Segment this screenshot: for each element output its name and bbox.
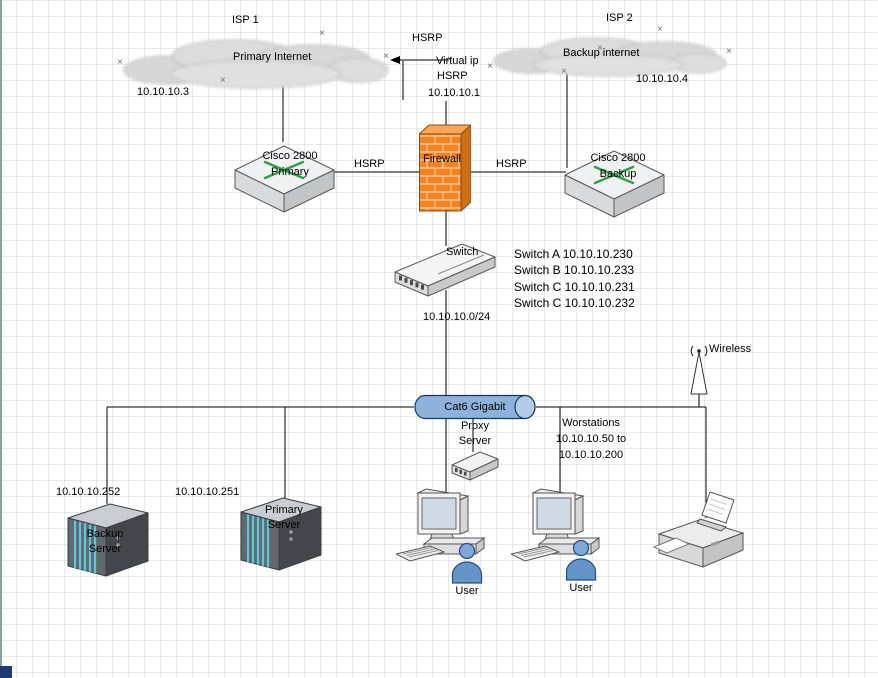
cloud-primary-internet (116, 34, 392, 92)
switch-inventory-item: Switch C 10.10.10.231 (514, 279, 635, 294)
label-router-backup-line2: Backup (599, 168, 637, 180)
user-icon (451, 542, 483, 584)
workstation-icon (396, 488, 486, 562)
label-isp1-ip: 10.10.10.3 (137, 86, 189, 98)
page-left-edge (0, 0, 2, 678)
router-cisco-primary (232, 138, 337, 216)
workstation-icon (511, 488, 601, 562)
label-proxy-line1: Proxy (460, 420, 490, 432)
label-primary-server-ip: 10.10.10.251 (175, 486, 240, 498)
label-virtual-ip-address: 10.10.10.1 (428, 87, 480, 99)
label-backup-server-line1: Backup (86, 528, 124, 540)
label-virtual-ip: Virtual ip (436, 55, 479, 67)
cloud-backup-internet (488, 33, 732, 79)
page-corner-marker (0, 666, 12, 678)
label-hsrp-left-link: HSRP (354, 158, 385, 170)
primary-server-shape (235, 494, 327, 576)
label-isp2: ISP 2 (606, 12, 633, 24)
switch-inventory-item: Switch C 10.10.10.232 (514, 296, 635, 311)
printer-shape (653, 490, 747, 580)
label-primary-server-line1: Primary (265, 504, 303, 516)
label-proxy-server: Proxy Server (447, 419, 503, 449)
label-virtual-ip-hsrp: HSRP (437, 70, 468, 82)
cloud-icon (493, 37, 727, 77)
connection-point: × (220, 75, 226, 86)
cloud-icon (123, 39, 389, 89)
proxy-server-icon (451, 451, 499, 481)
connection-point: × (726, 46, 732, 57)
label-firewall: Firewall (423, 153, 461, 165)
switch-inventory-item: Switch A 10.10.10.230 (514, 247, 633, 261)
label-workstations-range: Worstations 10.10.10.50 to 10.10.10.200 (545, 415, 637, 463)
label-backup-server-ip: 10.10.10.252 (56, 486, 121, 498)
label-router-primary-line2: Primary (271, 166, 309, 178)
workstation-1 (396, 487, 491, 572)
label-router-primary: Cisco 2800 Primary (250, 148, 330, 180)
label-wireless: Wireless (709, 343, 752, 355)
router-cisco-backup (562, 143, 667, 221)
firewall-shape (419, 124, 471, 212)
label-primary-server: Primary Server (254, 503, 314, 533)
label-hsrp-right-link: HSRP (496, 158, 527, 170)
label-router-backup-line1: Cisco 2800 (590, 152, 646, 164)
label-switch: Switch (446, 246, 479, 258)
server-tower-icon (240, 497, 322, 571)
switch-inventory-item: Switch B 10.10.10.233 (514, 263, 635, 278)
connection-point: × (319, 28, 325, 39)
backup-server-shape (62, 500, 154, 582)
label-isp1: ISP 1 (232, 14, 259, 26)
proxy-server-shape (450, 447, 500, 483)
switch-icon (394, 243, 496, 297)
connection-point: × (117, 57, 123, 68)
label-workstations-line2: 10.10.10.50 to (555, 433, 627, 445)
connection-point: × (487, 61, 493, 72)
label-cat6-backbone: Cat6 Gigabit (444, 401, 506, 413)
connection-point: × (561, 66, 567, 77)
switch-inventory-list: Switch A 10.10.10.230 Switch B 10.10.10.… (514, 246, 635, 312)
label-primary-internet: Primary Internet (233, 51, 312, 63)
user-icon (565, 539, 597, 581)
label-hsrp-top: HSRP (412, 32, 443, 44)
cat6-backbone-icon (414, 394, 536, 420)
label-backup-server: Backup Server (75, 527, 135, 557)
core-switch-shape (392, 238, 498, 302)
user-2-figure (564, 539, 598, 581)
label-subnet: 10.10.10.0/24 (423, 311, 491, 323)
label-workstations-line1: Worstations (562, 417, 620, 429)
label-router-backup: Cisco 2800 Backup (578, 150, 658, 182)
label-user-2: User (569, 582, 593, 594)
label-user-1: User (455, 585, 479, 597)
firewall-icon (419, 124, 471, 212)
label-router-primary-line1: Cisco 2800 (262, 150, 318, 162)
connection-point: × (657, 24, 663, 35)
label-isp2-ip: 10.10.10.4 (636, 73, 688, 85)
label-workstations-line3: 10.10.10.200 (558, 449, 624, 461)
connection-point: × (447, 54, 453, 65)
router-icon (234, 145, 335, 213)
connection-point: × (597, 43, 603, 54)
label-proxy-line2: Server (458, 435, 492, 447)
label-primary-server-line2: Server (267, 519, 301, 531)
router-icon (564, 150, 665, 218)
user-1-figure (450, 542, 484, 584)
label-backup-server-line2: Server (88, 543, 122, 555)
label-backup-internet: Backup internet (563, 47, 640, 59)
workstation-2 (511, 487, 606, 572)
printer-icon (653, 491, 745, 568)
server-tower-icon (67, 503, 149, 577)
connection-point: × (383, 51, 389, 62)
cat6-backbone (412, 394, 538, 420)
